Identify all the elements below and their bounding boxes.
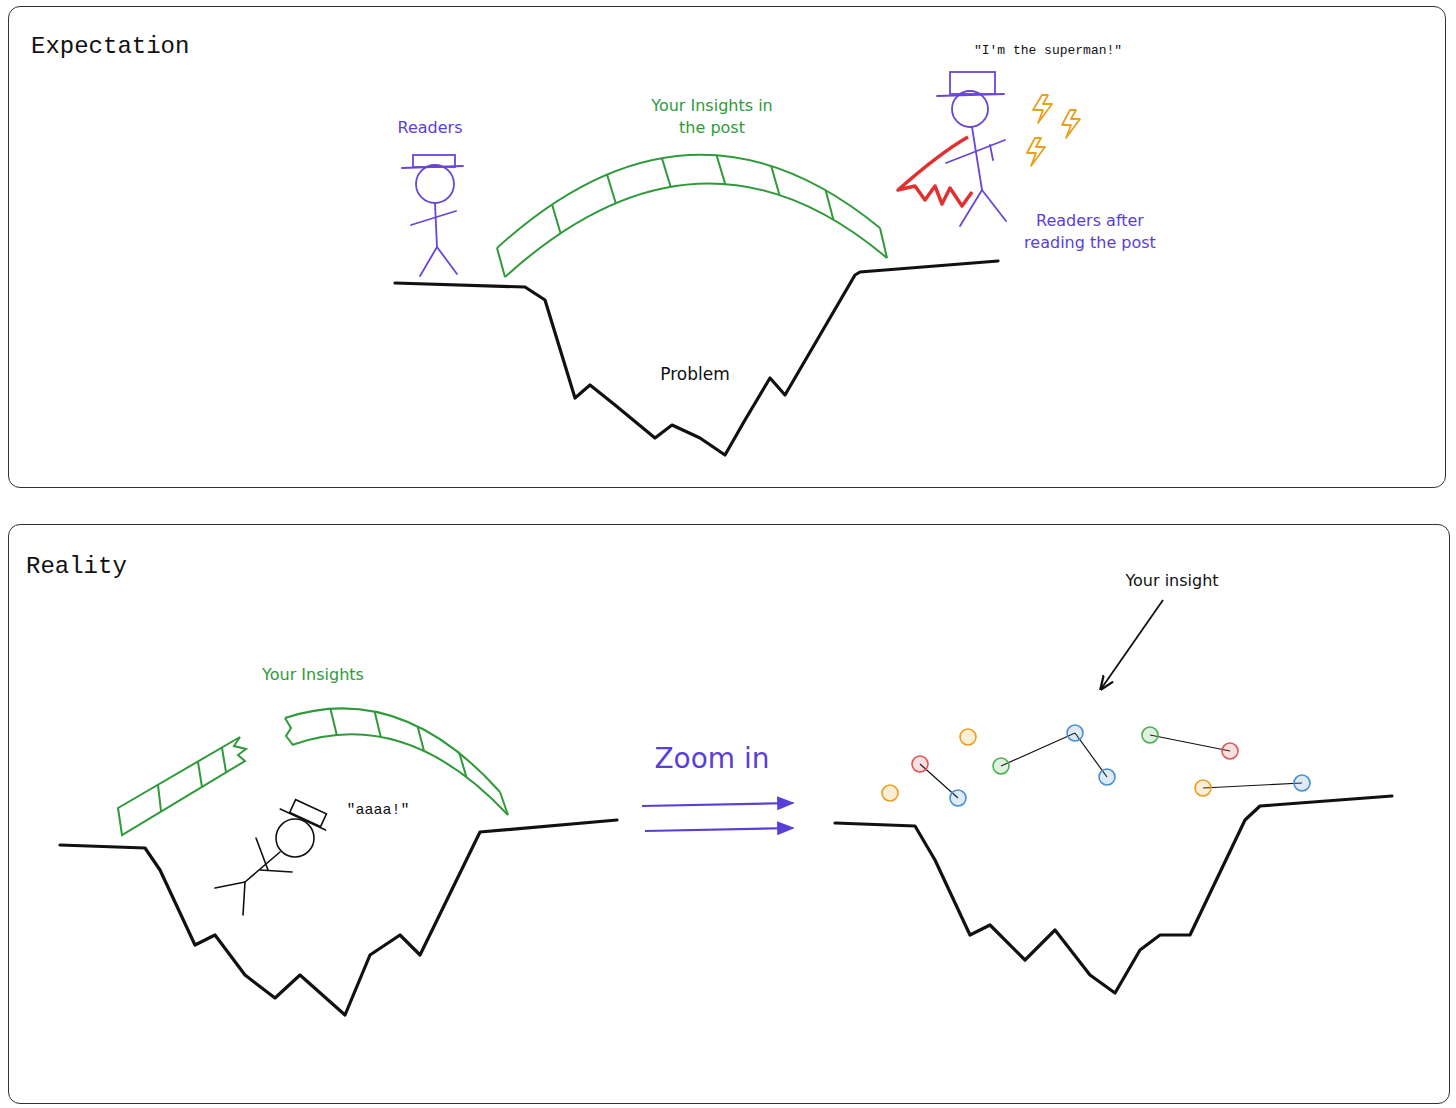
reader-figure: [402, 155, 463, 276]
insight-dot: [1142, 727, 1158, 743]
insight-dot: [993, 758, 1009, 774]
insight-dot: [950, 790, 966, 806]
leader-arrow: [1101, 600, 1163, 689]
label: Your Insights: [243, 664, 383, 686]
label: Readers after reading the post: [1010, 210, 1170, 254]
insight-dot: [1067, 725, 1083, 741]
chasm: [395, 261, 998, 455]
cape: [898, 137, 972, 206]
insight-dot: [960, 729, 976, 745]
label: Problem: [645, 363, 745, 385]
speech: "aaaa!": [338, 800, 418, 822]
insight-dot: [1195, 780, 1211, 796]
label: Your Insights in the post: [647, 95, 777, 139]
speech: "I'm the superman!": [948, 40, 1148, 62]
label: Your insight: [1107, 570, 1237, 592]
panel: Reality: [8, 524, 1450, 1104]
insight-dot: [1222, 743, 1238, 759]
insight-dot: [1099, 769, 1115, 785]
panel-heading: Expectation: [31, 33, 189, 60]
chasm: [835, 796, 1392, 993]
lightning: [1027, 95, 1080, 166]
bridge: [118, 155, 887, 835]
label: Zoom in: [637, 742, 787, 776]
zoom-arrow: [642, 803, 793, 831]
falling-figure: [215, 795, 332, 915]
insight-dots: [882, 725, 1310, 806]
panel-heading: Reality: [26, 553, 127, 580]
panel: Expectation: [8, 6, 1446, 488]
label: Readers: [380, 117, 480, 139]
insight-dot: [882, 785, 898, 801]
dot-links: [920, 733, 1302, 798]
chasm: [60, 820, 617, 1015]
insight-dot: [1294, 775, 1310, 791]
insight-dot: [912, 756, 928, 772]
